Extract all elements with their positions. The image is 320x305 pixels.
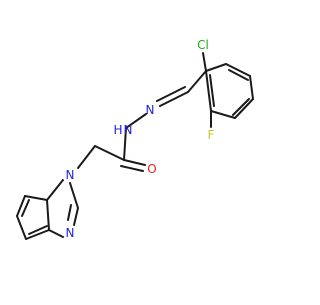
- bond: [159, 91, 189, 107]
- bond: [249, 75, 254, 100]
- atom-o: O: [147, 162, 156, 176]
- bond: [46, 179, 64, 201]
- bond: [156, 86, 186, 102]
- bond: [225, 63, 251, 77]
- bond: [205, 70, 212, 112]
- bond: [73, 207, 79, 226]
- bond: [25, 229, 50, 240]
- bond: [24, 195, 48, 201]
- bond: [123, 127, 127, 161]
- bond: [28, 225, 48, 235]
- bond: [94, 145, 125, 161]
- bonds: [16, 52, 254, 240]
- bond: [234, 98, 254, 119]
- bond: [187, 70, 207, 93]
- bond: [21, 199, 30, 217]
- bond: [123, 159, 146, 166]
- bond: [46, 199, 50, 231]
- atom-h-amide: H: [113, 123, 122, 137]
- bond: [16, 195, 26, 217]
- bond: [77, 145, 96, 169]
- molecule-diagram: Cl F N N H O N N: [16, 38, 254, 240]
- bond: [209, 74, 215, 107]
- bond: [125, 113, 147, 129]
- bond: [232, 98, 250, 116]
- atom-n-amide: N: [124, 123, 133, 137]
- bond: [205, 63, 227, 72]
- atom-n1: N: [66, 168, 75, 182]
- atom-labels: Cl F N N H O N N: [66, 38, 215, 240]
- bond: [228, 69, 249, 81]
- bond: [210, 110, 236, 119]
- bond: [48, 229, 64, 238]
- bond: [202, 52, 207, 72]
- bond: [69, 182, 79, 209]
- atom-n3: N: [66, 226, 75, 240]
- atom-cl: Cl: [197, 38, 209, 52]
- atom-f: F: [208, 128, 215, 142]
- structure-svg: Cl F N N H O N N: [16, 38, 254, 240]
- bond: [16, 215, 27, 240]
- bond: [120, 165, 144, 172]
- atom-n-imine: N: [146, 103, 155, 117]
- bond: [67, 204, 72, 221]
